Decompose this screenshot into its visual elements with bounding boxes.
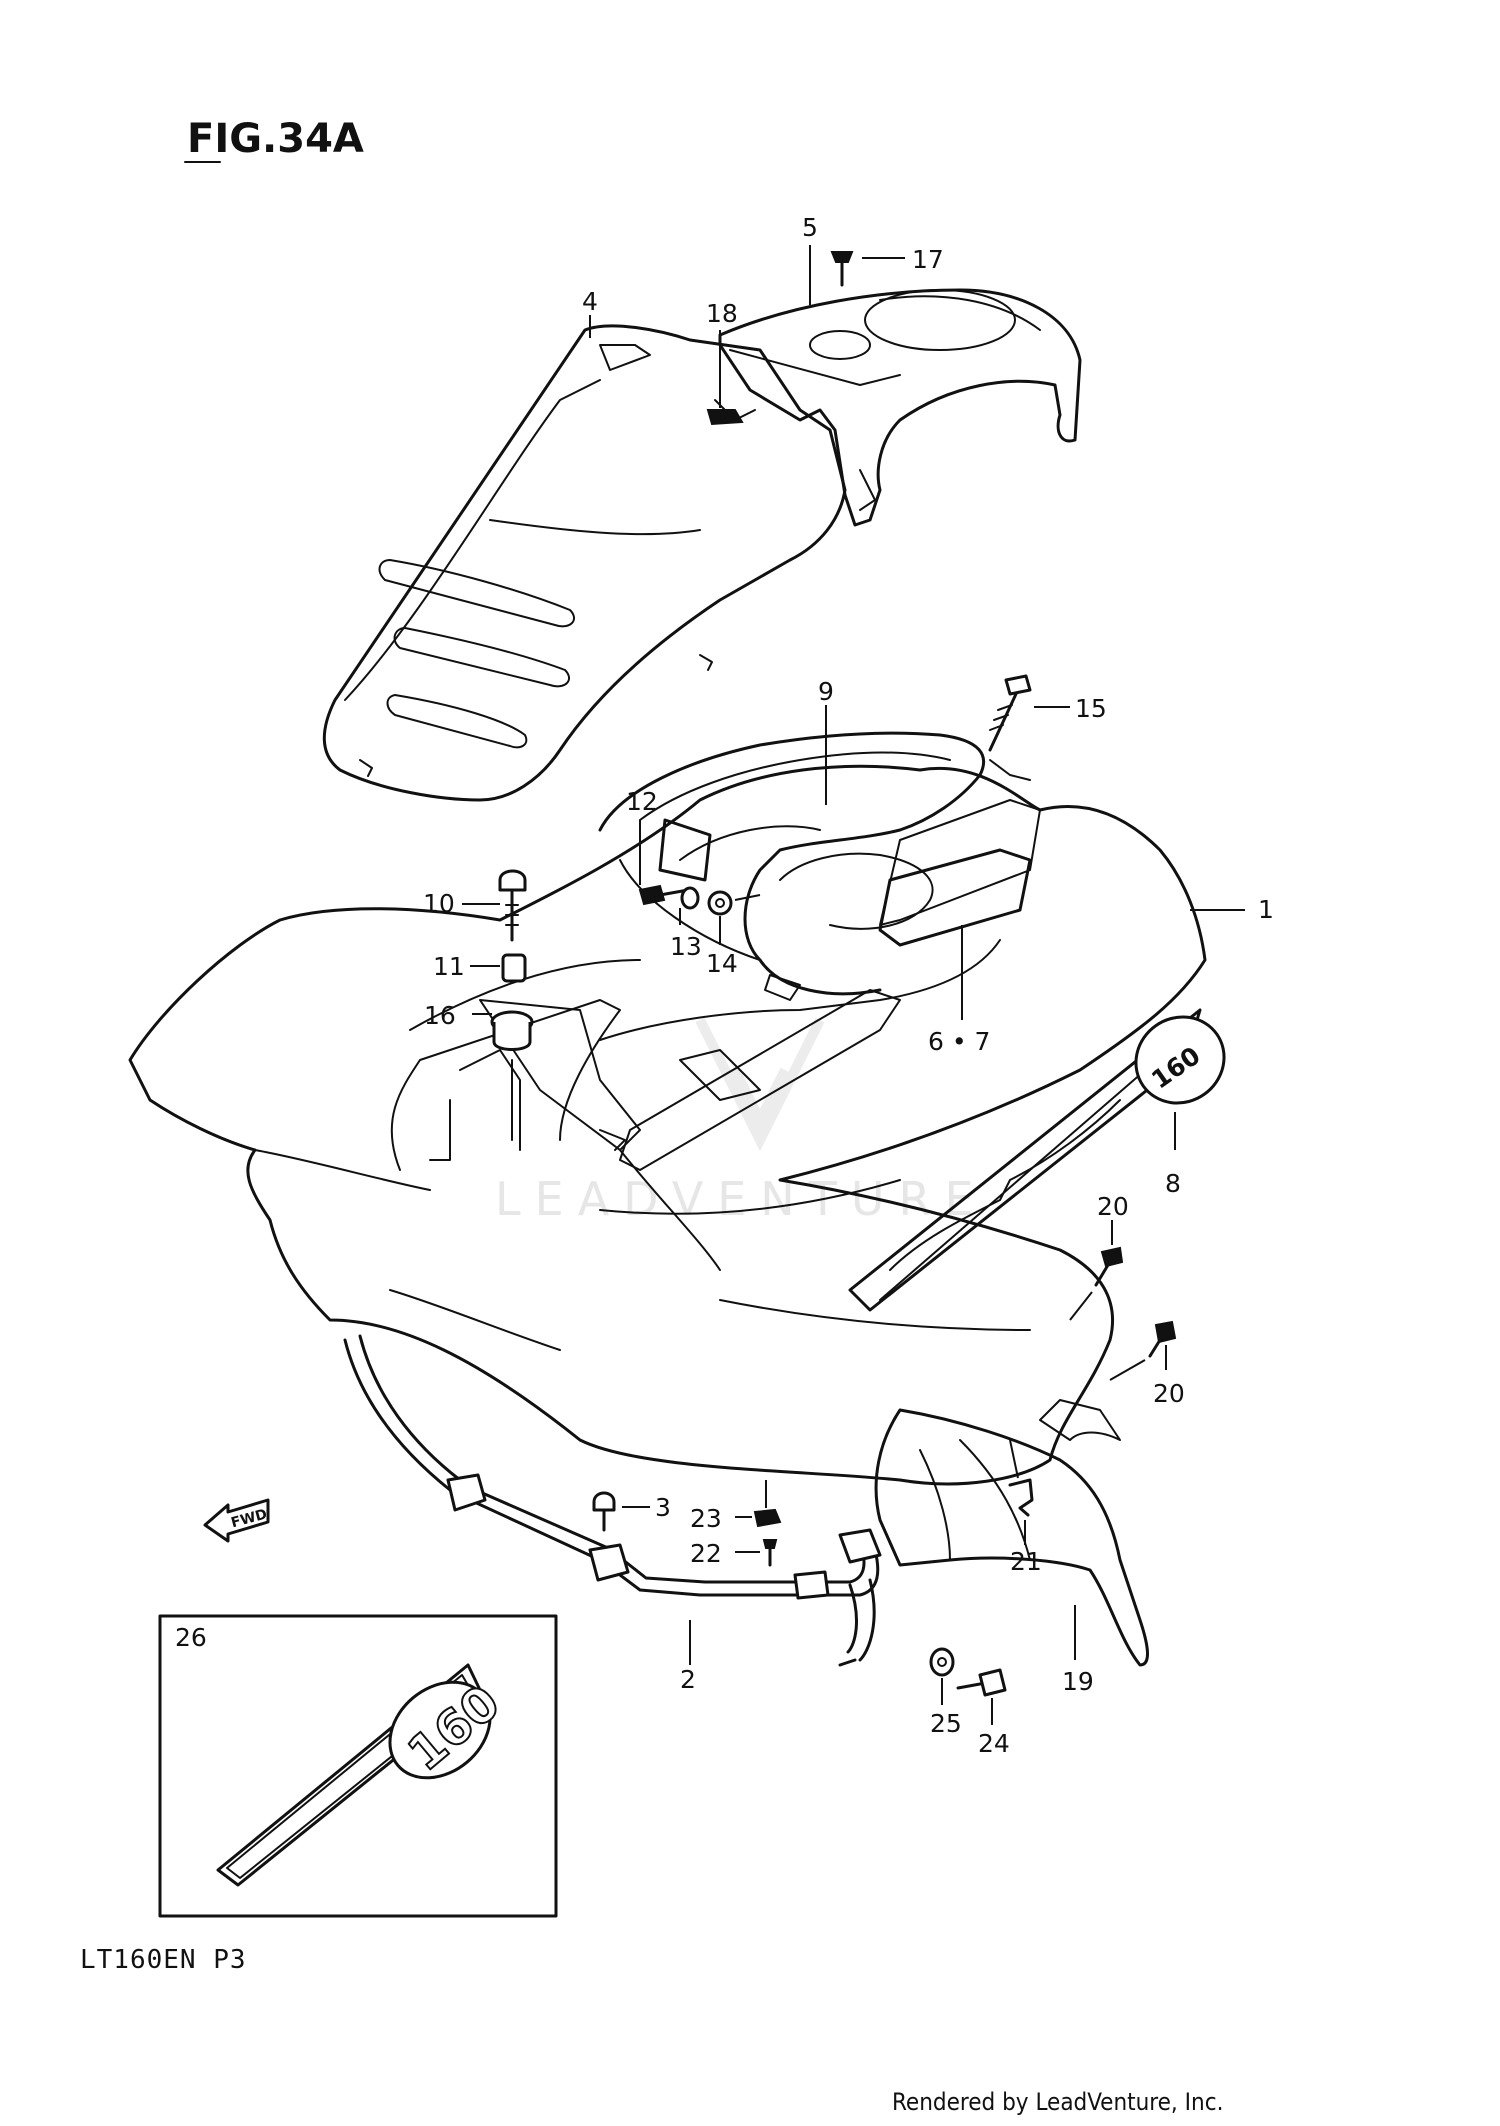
callout-5: 5 xyxy=(802,213,818,242)
callout-12: 12 xyxy=(626,787,658,816)
part-24-bolt xyxy=(956,1668,1007,1725)
part-21-clip xyxy=(1008,1439,1034,1545)
fwd-arrow-icon: FWD xyxy=(203,1498,270,1543)
part-13-washer xyxy=(679,886,700,925)
callout-15: 15 xyxy=(1075,694,1107,723)
part-20-screw-lower xyxy=(1109,1320,1177,1381)
part-17-screw xyxy=(830,251,905,287)
part-19-mudflap xyxy=(874,1399,1149,1667)
callout-21: 21 xyxy=(1010,1547,1042,1576)
inset-box-part-26: 26 160 xyxy=(158,1614,558,1918)
part-20-screw-upper xyxy=(1069,1220,1124,1321)
part-15-bolt xyxy=(988,674,1070,781)
callout-labels: 1 2 3 4 5 6 • 7 8 9 10 11 12 13 14 15 16… xyxy=(423,213,1274,1758)
credit-text: Rendered by LeadVenture, Inc. xyxy=(892,2088,1223,2116)
callout-25: 25 xyxy=(930,1709,962,1738)
callout-4: 4 xyxy=(582,287,598,316)
callout-8: 8 xyxy=(1165,1169,1181,1198)
inset-label: 26 xyxy=(175,1623,207,1652)
callout-3: 3 xyxy=(655,1493,671,1522)
part-9-inner-tray xyxy=(429,731,986,1161)
part-16-grommet xyxy=(472,1010,534,1141)
part-22-screw xyxy=(735,1539,778,1567)
callout-16: 16 xyxy=(424,1001,456,1030)
watermark-logo-icon xyxy=(695,1017,825,1152)
callout-2: 2 xyxy=(680,1665,696,1694)
part-2-pipe-frame xyxy=(343,1334,882,1667)
callout-23: 23 xyxy=(690,1504,722,1533)
callout-20-lower: 20 xyxy=(1153,1379,1185,1408)
callout-20-upper: 20 xyxy=(1097,1192,1129,1221)
callout-22: 22 xyxy=(690,1539,722,1568)
part-8-decal: 160 xyxy=(848,1008,1226,1312)
callout-9: 9 xyxy=(818,677,834,706)
part-25-washer xyxy=(929,1647,955,1705)
part-6-7-reflector xyxy=(878,848,1032,1020)
callout-13: 13 xyxy=(670,932,702,961)
part-5-rear-cover xyxy=(718,288,1082,527)
watermark-text: LEADVENTURE xyxy=(495,1172,988,1226)
part-12-bracket xyxy=(638,818,712,906)
callout-18: 18 xyxy=(706,299,738,328)
part-18-clip xyxy=(706,330,744,426)
part-11-collar xyxy=(470,953,527,983)
callout-10: 10 xyxy=(423,889,455,918)
callout-17: 17 xyxy=(912,245,944,274)
callout-19: 19 xyxy=(1062,1667,1094,1696)
model-code: LT160EN P3 xyxy=(80,1945,247,1975)
figure-title: FIG.34A xyxy=(187,116,364,162)
part-23-nut xyxy=(735,1480,782,1528)
callout-11: 11 xyxy=(433,952,465,981)
part-3-bolt xyxy=(592,1491,650,1532)
callout-24: 24 xyxy=(978,1729,1010,1758)
callout-6-7: 6 • 7 xyxy=(928,1027,990,1056)
callout-14: 14 xyxy=(706,949,738,978)
part-1-rear-fender xyxy=(128,764,1207,1486)
part-14-nut xyxy=(707,890,761,945)
part-10-bolt xyxy=(462,869,527,942)
part-4-seat xyxy=(322,324,847,802)
callout-1: 1 xyxy=(1258,895,1274,924)
